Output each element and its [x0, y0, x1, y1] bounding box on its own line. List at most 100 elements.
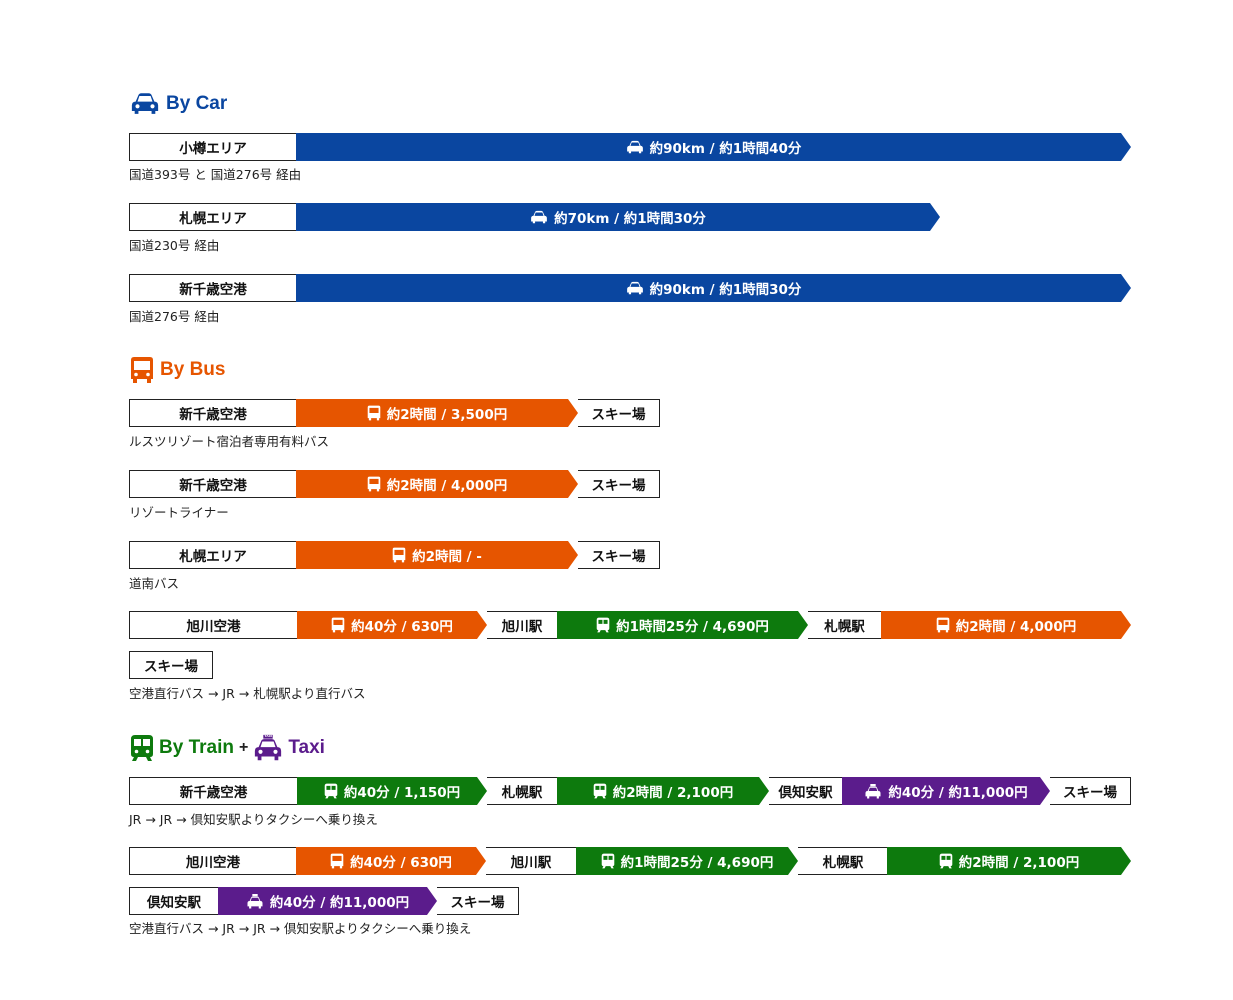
taxi-icon [864, 784, 882, 799]
transfer-stop: 旭川駅 [487, 611, 557, 639]
route-note: 空港直行バス → JR → JR → 倶知安駅よりタクシーへ乗り換え [129, 921, 472, 936]
car-route-new-chitose: 新千歳空港 約90km / 約1時間30分 [129, 274, 1131, 302]
by-car-title: By Car [166, 92, 228, 114]
train-icon [130, 734, 154, 762]
bus-icon [936, 617, 950, 633]
route-origin: 新千歳空港 [129, 399, 297, 427]
bus-leg: 約40分 / 630円 [297, 611, 487, 639]
leg-info: 約40分 / 1,150円 [343, 785, 461, 801]
route-note: 道南バス [129, 576, 180, 591]
taxi-sign-label: TAXI [264, 734, 273, 738]
leg-info: 約90km / 約1時間40分 [649, 141, 802, 157]
bus-leg: 約40分 / 630円 [296, 847, 486, 875]
leg-info: 約1時間25分 / 4,690円 [616, 619, 769, 635]
leg-info: 約90km / 約1時間30分 [649, 282, 802, 298]
car-icon [530, 210, 548, 224]
transfer-stop: 札幌駅 [798, 847, 888, 875]
transfer-stop: 札幌駅 [487, 777, 557, 805]
train-leg: 約40分 / 1,150円 [297, 777, 487, 805]
route-destination: スキー場 [578, 470, 660, 498]
bus-icon [367, 405, 381, 421]
route-destination: スキー場 [1050, 777, 1131, 805]
route-note: JR → JR → 倶知安駅よりタクシーへ乗り換え [129, 812, 378, 827]
route-note: 空港直行バス → JR → 札幌駅より直行バス [129, 686, 366, 701]
route-origin: 新千歳空港 [129, 777, 298, 805]
train-icon [939, 853, 953, 869]
train-leg: 約2時間 / 2,100円 [887, 847, 1131, 875]
bus-leg: 約2時間 / - [296, 541, 578, 569]
leg-info: 約40分 / 約11,000円 [269, 895, 410, 911]
route-note: ルスツリゾート宿泊者専用有料バス [129, 434, 330, 449]
leg-info: 約2時間 / 2,100円 [612, 785, 734, 801]
train-route-asahikawa: 旭川空港 約40分 / 630円 旭川駅 約1時間25分 / 4,690円 札幌… [129, 847, 1131, 875]
route-origin: 札幌エリア [129, 203, 297, 231]
train-leg: 約2時間 / 2,100円 [557, 777, 769, 805]
car-leg: 約90km / 約1時間40分 [296, 133, 1131, 161]
train-icon [324, 783, 338, 799]
leg-info: 約2時間 / 4,000円 [386, 478, 508, 494]
leg-info: 約40分 / 630円 [351, 619, 453, 635]
plus-sign: + [238, 739, 249, 756]
train-route-asahikawa-continued: 倶知安駅 約40分 / 約11,000円 スキー場 [129, 887, 519, 915]
train-icon [596, 617, 610, 633]
car-route-sapporo: 札幌エリア 約70km / 約1時間30分 [129, 203, 940, 231]
bus-route-new-chitose-2: 新千歳空港 約2時間 / 4,000円 スキー場 [129, 470, 660, 498]
train-route-new-chitose: 新千歳空港 約40分 / 1,150円 札幌駅 約2時間 / 2,100円 倶知… [129, 777, 1131, 805]
taxi-leg: 約40分 / 約11,000円 [842, 777, 1050, 805]
leg-info: 約2時間 / 4,000円 [955, 619, 1077, 635]
route-note: 国道276号 経由 [129, 309, 220, 324]
bus-leg: 約2時間 / 3,500円 [296, 399, 578, 427]
car-leg: 約90km / 約1時間30分 [296, 274, 1131, 302]
by-car-heading: By Car [130, 92, 227, 115]
route-note: 国道393号 と 国道276号 経由 [129, 167, 302, 182]
taxi-icon: TAXI [253, 734, 283, 762]
route-origin: 小樽エリア [129, 133, 297, 161]
route-origin: 新千歳空港 [129, 470, 297, 498]
by-train-title: By Train [159, 737, 234, 758]
taxi-icon [246, 894, 264, 909]
taxi-leg: 約40分 / 約11,000円 [218, 887, 437, 915]
bus-icon [130, 356, 154, 384]
train-icon [601, 853, 615, 869]
car-icon [130, 92, 160, 115]
bus-route-sapporo: 札幌エリア 約2時間 / - スキー場 [129, 541, 660, 569]
leg-info: 約1時間25分 / 4,690円 [620, 855, 774, 871]
route-destination: スキー場 [437, 887, 519, 915]
bus-icon [330, 853, 344, 869]
transfer-stop: 旭川駅 [486, 847, 576, 875]
leg-info: 約70km / 約1時間30分 [554, 211, 706, 227]
route-origin: 札幌エリア [129, 541, 297, 569]
leg-info: 約40分 / 約11,000円 [888, 785, 1028, 801]
leg-info: 約2時間 / 3,500円 [386, 407, 508, 423]
train-leg: 約1時間25分 / 4,690円 [576, 847, 798, 875]
car-icon [626, 281, 644, 295]
bus-route-asahikawa: 旭川空港 約40分 / 630円 旭川駅 約1時間25分 / 4,690円 札幌… [129, 611, 1131, 639]
leg-info: 約40分 / 630円 [350, 855, 452, 871]
route-note: リゾートライナー [129, 505, 229, 520]
car-icon [626, 140, 644, 154]
route-origin: 旭川空港 [129, 847, 297, 875]
route-destination: スキー場 [578, 541, 660, 569]
car-route-otaru: 小樽エリア 約90km / 約1時間40分 [129, 133, 1131, 161]
bus-icon [392, 547, 406, 563]
train-leg: 約1時間25分 / 4,690円 [557, 611, 808, 639]
leg-info: 約2時間 / 2,100円 [958, 855, 1080, 871]
leg-info: 約2時間 / - [412, 549, 482, 565]
train-icon [593, 783, 607, 799]
route-destination: スキー場 [129, 651, 213, 679]
bus-route-new-chitose-1: 新千歳空港 約2時間 / 3,500円 スキー場 [129, 399, 660, 427]
car-leg: 約70km / 約1時間30分 [296, 203, 940, 231]
by-bus-heading: By Bus [130, 356, 225, 384]
route-origin: 旭川空港 [129, 611, 298, 639]
by-bus-title: By Bus [160, 359, 226, 380]
transfer-stop: 倶知安駅 [769, 777, 842, 805]
bus-leg: 約2時間 / 4,000円 [296, 470, 578, 498]
bus-icon [367, 476, 381, 492]
bus-leg: 約2時間 / 4,000円 [881, 611, 1131, 639]
route-destination: スキー場 [578, 399, 660, 427]
bus-icon [331, 617, 345, 633]
route-origin: 新千歳空港 [129, 274, 297, 302]
taxi-title: Taxi [288, 737, 325, 758]
route-note: 国道230号 経由 [129, 238, 220, 253]
transfer-stop: 札幌駅 [808, 611, 881, 639]
